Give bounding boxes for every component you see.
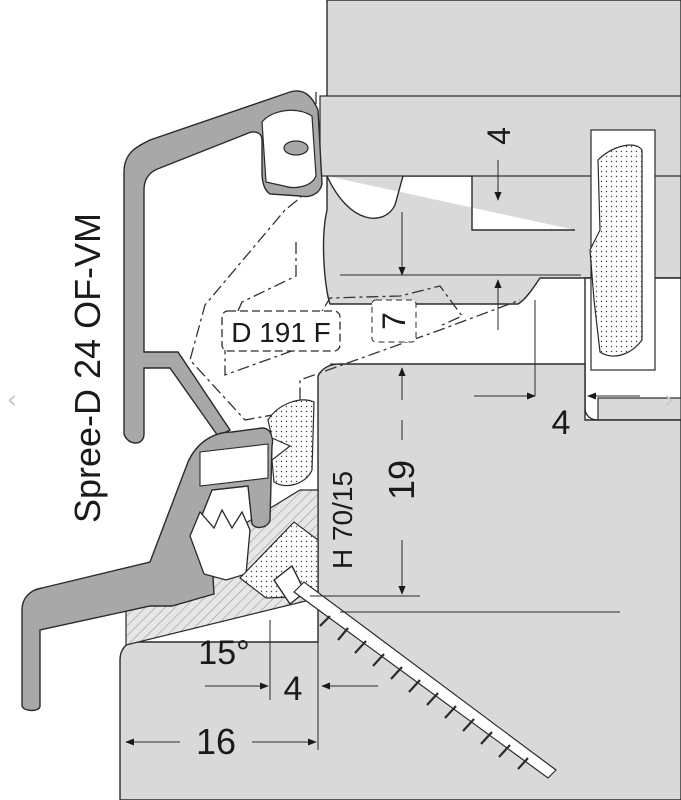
dim-19: 19 (381, 460, 422, 500)
dashed-contour-inner (224, 242, 463, 376)
dim-7: 7 (376, 312, 412, 330)
seal-label-upper: D 191 F (231, 317, 331, 348)
dim-7-box (371, 299, 417, 343)
dim-4-right: 4 (552, 404, 571, 442)
chevron-left-icon[interactable]: ‹ (6, 385, 18, 415)
chevron-right-icon[interactable]: › (663, 385, 675, 415)
right-seal (589, 144, 643, 357)
lower-seal-fins (189, 508, 251, 581)
dim-16: 16 (196, 721, 236, 762)
angle-15: 15° (198, 634, 249, 672)
sill-profile (21, 427, 274, 712)
profile-name-label: Spree-D 24 OF-VM (67, 213, 108, 523)
screw (273, 564, 557, 779)
seal-label-lower: H 70/15 (327, 471, 358, 569)
dim-4-top: 4 (481, 127, 517, 145)
dimension-lines (125, 160, 640, 750)
dim-4-bottom: 4 (284, 670, 303, 708)
upper-seal (267, 399, 315, 487)
seal-label-box (221, 310, 341, 352)
sill-inner-channel (199, 443, 269, 487)
clip-slot (283, 140, 309, 156)
